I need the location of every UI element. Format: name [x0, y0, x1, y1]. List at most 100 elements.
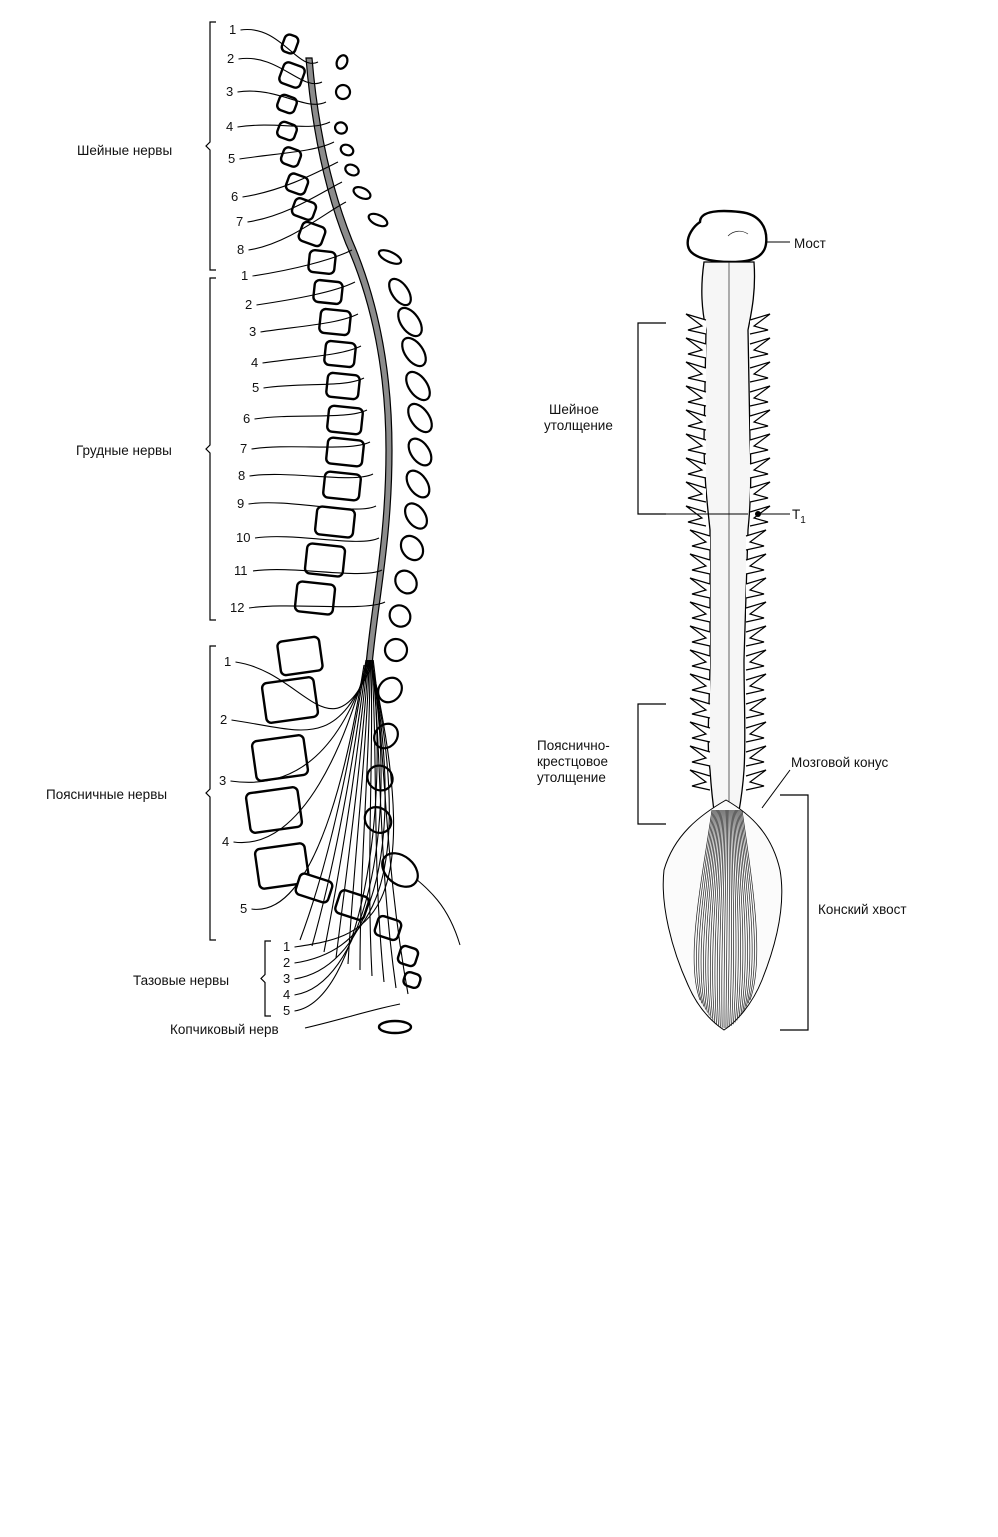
nerve-root-left [690, 578, 710, 598]
nerve-root-left [690, 602, 710, 622]
nerve-number: 12 [230, 600, 244, 615]
vertebral-process [352, 185, 373, 202]
vertebral-process [401, 368, 434, 405]
vertebral-process [391, 566, 421, 597]
vertebral-process [401, 499, 432, 532]
nerve-number: 1 [241, 268, 248, 283]
nerve-number: 10 [236, 530, 250, 545]
vertebral-body [308, 250, 336, 275]
t1-label: T1 [792, 507, 806, 526]
nerve-number: 5 [252, 380, 259, 395]
nerve-number: 7 [236, 214, 243, 229]
nerve-root-right [746, 578, 766, 598]
nerve-root-left [686, 386, 706, 406]
vertebral-process [393, 304, 426, 341]
nerve-root-right [746, 530, 766, 550]
nerve-root-left [686, 362, 706, 382]
vertebral-process [334, 83, 353, 102]
nerve-root-left [690, 698, 710, 718]
nerve-root-left [690, 722, 710, 742]
nerve-number: 9 [237, 496, 244, 511]
cervical-enlargement-label-1: Шейное [549, 402, 599, 417]
nerve-root-left [686, 338, 706, 358]
vertebral-body [297, 220, 326, 247]
nerve-number: 5 [240, 901, 247, 916]
vertebral-process [335, 54, 350, 71]
vertebral-body [315, 506, 356, 538]
vertebral-body [319, 308, 351, 335]
cervical-enlargement-label-2: утолщение [544, 418, 613, 433]
vertebral-body [313, 280, 343, 305]
nerve-number: 5 [283, 1003, 290, 1018]
vertebral-process [339, 143, 355, 158]
nerve-number: 8 [237, 242, 244, 257]
nerve-root-left [686, 434, 706, 454]
lumbosacral-label-1: Пояснично- [537, 738, 610, 753]
nerve-root-left [686, 506, 706, 526]
nerve-root-right [746, 698, 766, 718]
vertebral-body [326, 437, 365, 467]
nerve-number: 6 [231, 189, 238, 204]
nerve-root-left [690, 530, 710, 550]
group-brace [261, 941, 271, 1016]
vertebral-process [385, 601, 414, 630]
nerve-number: 6 [243, 411, 250, 426]
nerve-root-right [746, 746, 766, 766]
nerve-number: 4 [226, 119, 233, 134]
nerve-number: 7 [240, 441, 247, 456]
nerve-root-right [750, 458, 770, 478]
spinal-nerve [249, 503, 377, 509]
vertebral-body [327, 405, 364, 434]
lumbosacral-label-3: утолщение [537, 770, 606, 785]
nerve-number: 4 [222, 834, 229, 849]
vertebral-process [381, 635, 412, 666]
nerve-root-right [750, 434, 770, 454]
vertebral-body [280, 146, 303, 168]
nerve-root-left [690, 650, 710, 670]
group-brace [206, 278, 216, 620]
nerve-root-left [690, 746, 710, 766]
lumbosacral-label-2: крестцовое [537, 754, 608, 769]
vertebral-body [285, 172, 310, 196]
nerve-root-right [746, 674, 766, 694]
vertebral-body [276, 120, 298, 141]
nerve-root-right [750, 482, 770, 502]
vertebral-body [291, 197, 318, 221]
nerve-root-right [750, 386, 770, 406]
nerve-number: 2 [283, 955, 290, 970]
nerve-root-left [686, 410, 706, 430]
vertebral-process [397, 334, 430, 371]
vertebral-body [276, 93, 298, 114]
nerve-root-right [746, 602, 766, 622]
nerve-number: 8 [238, 468, 245, 483]
vertebral-process [402, 467, 434, 502]
nerve-root-left [690, 770, 710, 790]
nerve-root-right [746, 626, 766, 646]
group-label-cervical: Шейные нервы [77, 143, 172, 158]
nerve-root-right [750, 362, 770, 382]
group-label-pelvic: Тазовые нервы [133, 973, 229, 988]
nerve-root-left [686, 482, 706, 502]
nerve-root-left [690, 674, 710, 694]
nerve-number: 1 [283, 939, 290, 954]
nerve-root-left [686, 458, 706, 478]
nerve-root-left [690, 554, 710, 574]
vertebral-body [323, 471, 362, 501]
vertebral-process [403, 400, 436, 437]
vertebral-process [404, 435, 436, 470]
vertebral-process [344, 163, 361, 178]
nerve-number: 11 [234, 563, 248, 578]
vertebral-body [245, 787, 302, 834]
nerve-root-left [690, 626, 710, 646]
pons [688, 211, 767, 262]
coccygeal-nerve-label: Копчиковый нерв [170, 1022, 279, 1037]
group-label-thoracic: Грудные нервы [76, 443, 172, 458]
vertebral-process [377, 247, 403, 266]
spinal-cord-posterior-view [663, 211, 782, 1030]
vertebral-process [367, 211, 389, 229]
nerve-number: 3 [226, 84, 233, 99]
nerve-number: 2 [245, 297, 252, 312]
cauda-equina [663, 800, 782, 1030]
nerve-number: 2 [220, 712, 227, 727]
